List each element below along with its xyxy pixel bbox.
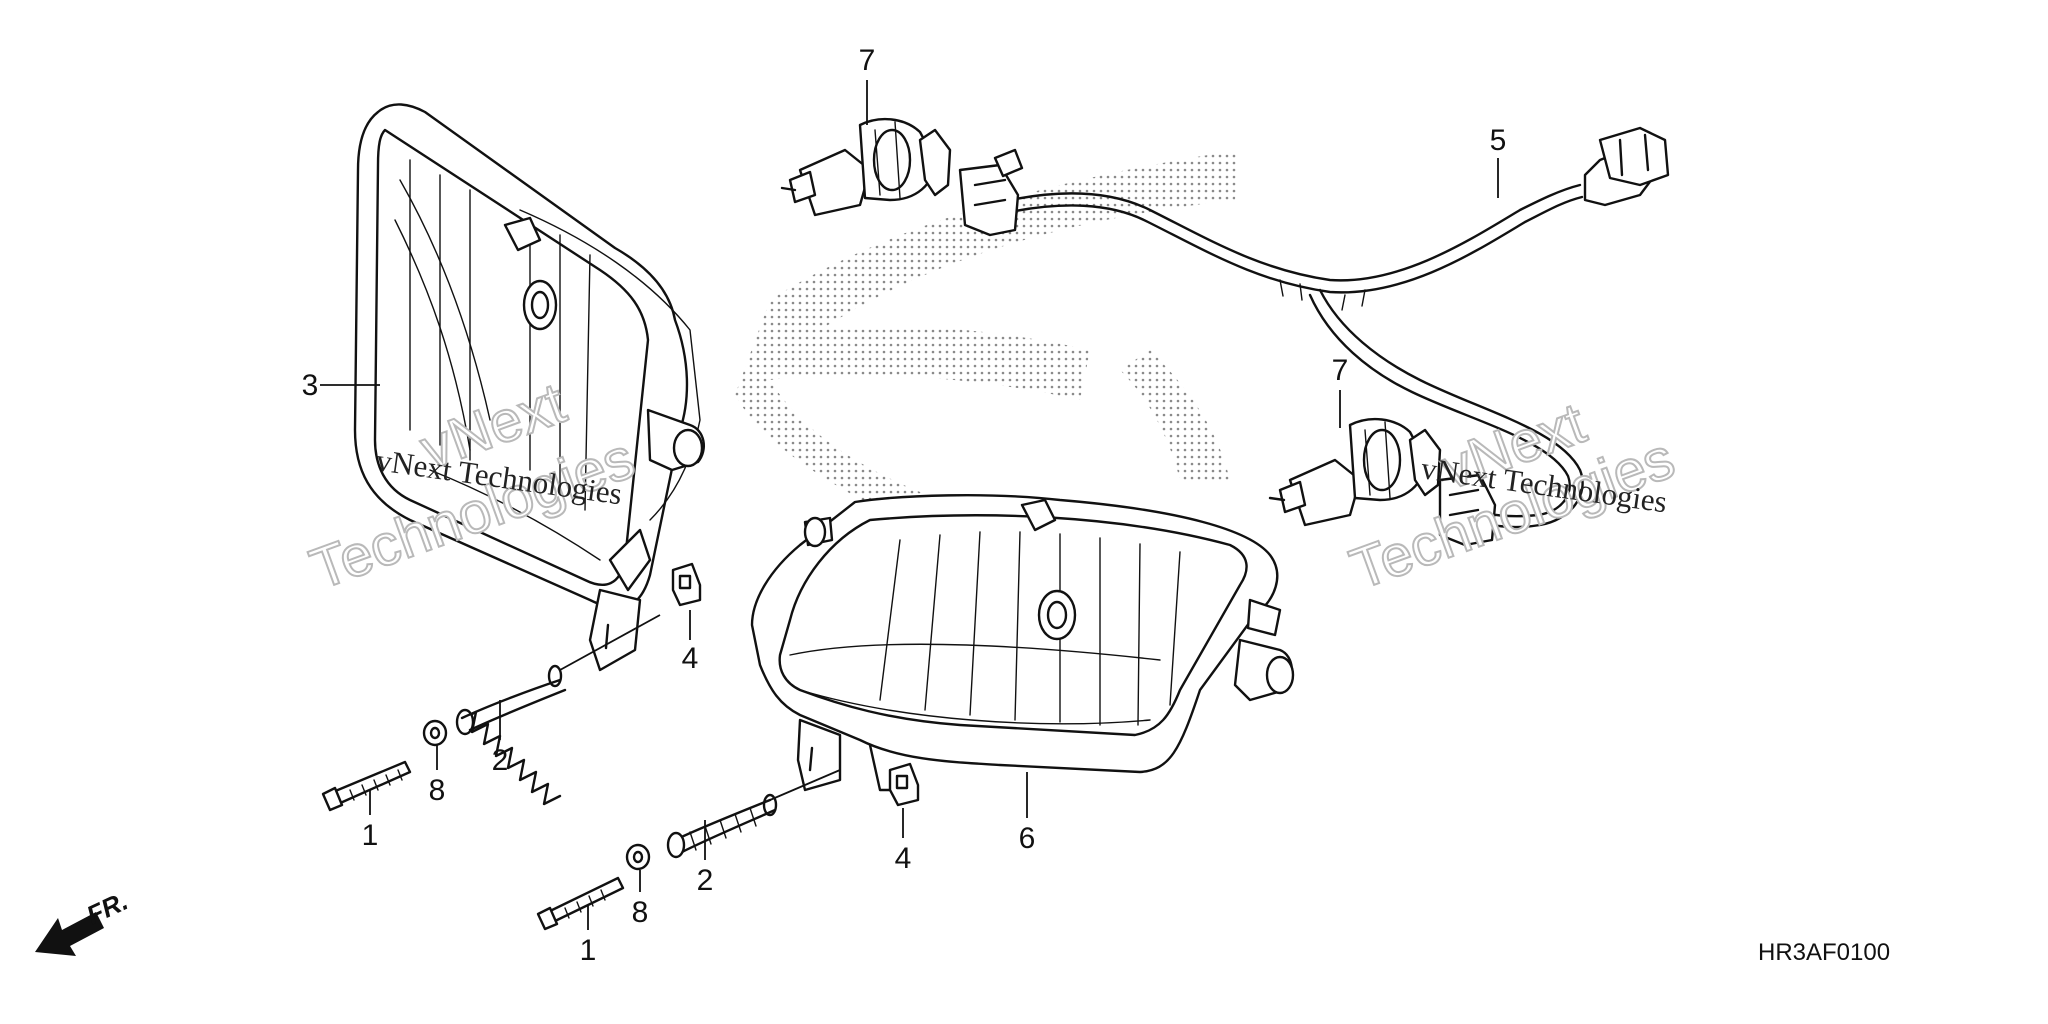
callout-1-upper: 1 [362,819,379,852]
callout-2-lower: 2 [697,864,714,897]
clip-nut-upper [671,562,702,607]
callout-3: 3 [302,369,319,402]
background-wing-emblem [735,150,1240,520]
callout-4-lower: 4 [895,842,912,875]
bulb-upper [780,117,952,217]
bulb-lower [1268,417,1442,527]
spring-lower [666,793,778,859]
front-direction-indicator: FR. [35,886,133,956]
callout-8-lower: 8 [632,896,649,929]
callouts: 7 5 3 7 4 2 8 1 6 4 2 8 1 [302,44,1507,967]
wire-harness [958,126,1670,547]
callout-1-lower: 1 [580,934,597,967]
callout-7-upper: 7 [859,44,876,77]
callout-7-lower: 7 [1332,354,1349,387]
diagram-code: HR3AF0100 [1758,939,1890,966]
front-arrow-icon [35,912,104,956]
clip-nut-lower [888,762,920,807]
callout-6: 6 [1019,822,1036,855]
callout-4-upper: 4 [682,642,699,675]
washer-upper [422,719,448,747]
headlight-right [750,494,1295,792]
callout-2-upper: 2 [492,744,509,777]
spring-upper [455,664,567,806]
bolt-lower [536,876,625,931]
callout-8-upper: 8 [429,774,446,807]
washer-lower [625,843,651,871]
leader-lines [320,80,1499,930]
headlight-left [353,103,706,672]
bolt-upper [321,760,412,812]
callout-5: 5 [1490,124,1507,157]
